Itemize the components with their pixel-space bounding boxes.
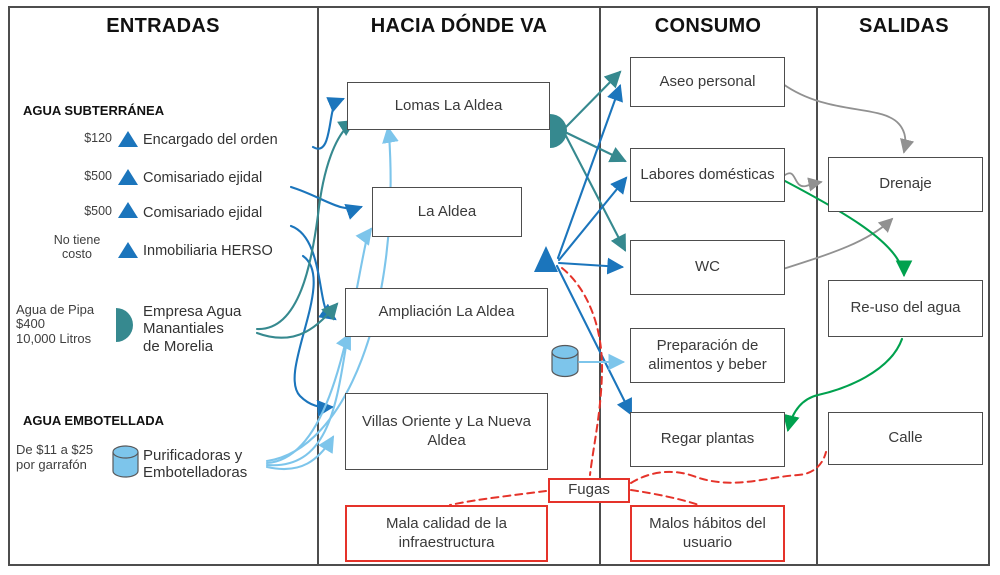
cost-label: $500 [84, 169, 112, 183]
flow-aseo-to-drenaje [782, 83, 915, 154]
destination-ampliacion-la-aldea: Ampliación La Aldea [345, 288, 548, 337]
leak-cause-mala-calidad: Mala calidad de la infraestructura [345, 505, 548, 562]
consumption-preparacion-alimentos: Preparación de alimentos y beber [630, 328, 785, 383]
cost-label: $120 [84, 131, 112, 145]
cost-label: $500 [84, 204, 112, 218]
column-header-hacia-donde-va: HACIA DÓNDE VA [370, 15, 548, 37]
flow-groundwater-to-aseo [556, 84, 623, 260]
column-header-consumo: CONSUMO [654, 15, 762, 37]
half-circle-icon [116, 308, 133, 342]
flow-groundwater-to-regar [555, 264, 633, 416]
cost-label: No tiene costo [53, 233, 101, 261]
flow-groundwater-to-wc [557, 257, 625, 275]
cylinder-icon [112, 445, 139, 478]
diagram-border [8, 6, 990, 566]
triangle-icon [118, 202, 138, 218]
source-empresa-manantiales: Empresa Agua Manantiales de Morelia [143, 303, 242, 355]
flow-pipa-to-aseo [564, 70, 622, 129]
flow-purificadoras-to-villas [265, 435, 335, 470]
source-purificadoras: Purificadoras y Embotelladoras [143, 447, 248, 482]
flow-wc-to-drenaje [782, 217, 894, 270]
destination-lomas-la-aldea: Lomas La Aldea [347, 82, 550, 130]
flow-labores-to-reuso [783, 179, 913, 278]
leak-fugas-to-malos-habitos [630, 489, 700, 506]
source-comisariado-ejidal-2: Comisariado ejidal [143, 205, 263, 221]
column-separator-3 [816, 6, 818, 566]
flow-manantiales-to-lomas [255, 119, 356, 331]
triangle-icon [118, 242, 138, 258]
output-reuso-del-agua: Re-uso del agua [828, 280, 983, 337]
leak-fugas-to-calle [630, 451, 827, 484]
cost-label: De $11 a $25 por garrafón [16, 442, 94, 472]
pipa-junction-half-circle-icon [550, 114, 567, 148]
leak-groundwater-to-fugas [561, 267, 604, 476]
triangle-icon [118, 169, 138, 185]
bottled-water-heading: AGUA EMBOTELLADA [23, 413, 165, 428]
flow-purificadoras-to-ampliacion [265, 332, 352, 467]
output-drenaje: Drenaje [828, 157, 983, 212]
flow-labores-to-drenaje [784, 172, 823, 192]
flow-comisariado1-to-la-aldea [289, 185, 363, 220]
source-inmobiliaria-herso: Inmobiliaria HERSO [143, 243, 273, 259]
cost-label: Agua de Pipa $400 10,000 Litros [16, 302, 95, 346]
consumption-aseo-personal: Aseo personal [630, 57, 785, 107]
flow-encargado-to-lomas [311, 97, 345, 150]
flow-purificadoras-to-la-aldea [265, 227, 373, 465]
consumption-regar-plantas: Regar plantas [630, 412, 785, 467]
leak-fugas-box: Fugas [548, 478, 630, 503]
flow-groundwater-to-labores [557, 176, 628, 262]
column-header-entradas: ENTRADAS [106, 15, 220, 37]
triangle-icon [118, 131, 138, 147]
leak-fugas-to-mala-calidad [449, 490, 547, 506]
flow-pipa-to-wc [564, 134, 627, 252]
source-encargado-del-orden: Encargado del orden [143, 132, 278, 148]
column-separator-2 [599, 6, 601, 566]
flow-reuso-to-regar [783, 337, 904, 433]
groundwater-heading: AGUA SUBTERRÁNEA [23, 103, 165, 118]
column-header-salidas: SALIDAS [859, 15, 949, 37]
consumption-labores-domesticas: Labores domésticas [630, 148, 785, 202]
groundwater-junction-triangle-icon [534, 246, 558, 272]
leak-cause-malos-habitos: Malos hábitos del usuario [630, 505, 785, 562]
output-calle: Calle [828, 412, 983, 465]
destination-villas-oriente: Villas Oriente y La Nueva Aldea [345, 393, 548, 470]
flow-pipa-to-labores [565, 131, 627, 163]
column-separator-1 [317, 6, 319, 566]
bottled-junction-cylinder-icon [551, 344, 579, 378]
flow-herso-to-villas [293, 254, 335, 417]
source-comisariado-ejidal-1: Comisariado ejidal [143, 170, 263, 186]
consumption-wc: WC [630, 240, 785, 295]
flow-manantiales-to-ampliacion [255, 302, 339, 339]
destination-la-aldea: La Aldea [372, 187, 522, 237]
